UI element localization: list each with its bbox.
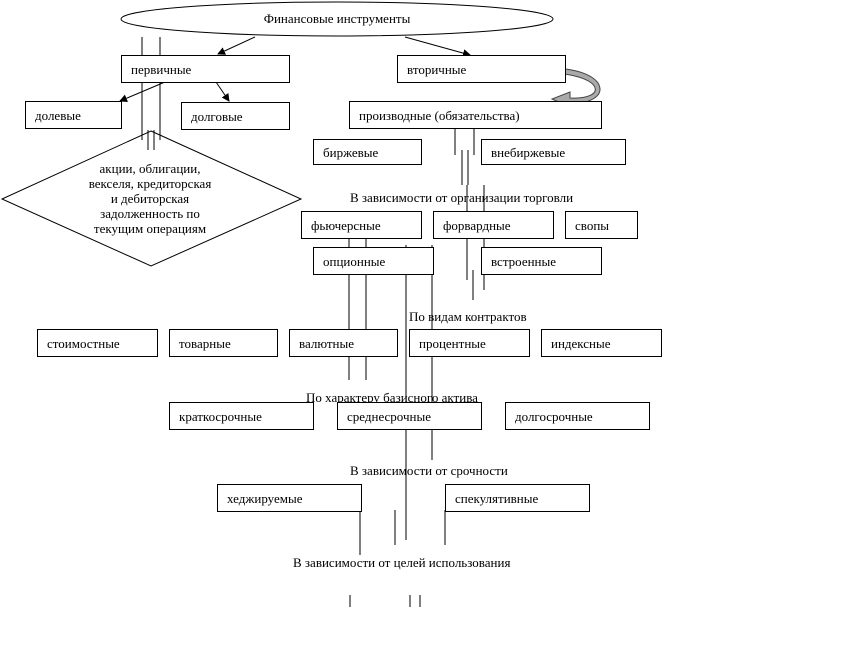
arrow-root-secondary: [404, 36, 471, 57]
hedged-box: хеджируемые: [217, 484, 362, 512]
caption-contract: По видам контрактов: [409, 309, 527, 324]
options-box: опционные: [313, 247, 434, 275]
caption-term: В зависимости от срочности: [350, 463, 508, 478]
derivatives-box: производные (обязательства): [349, 101, 602, 129]
arrow-primary-debt: [215, 81, 230, 102]
futures-box: фьючерсные: [301, 211, 422, 239]
example-line-4: задолженность по: [100, 206, 200, 221]
arrow-root-primary: [217, 36, 256, 55]
primary-box: первичные: [121, 55, 290, 83]
speculative-box: спекулятивные: [445, 484, 590, 512]
example-line-2: векселя, кредиторская: [88, 176, 212, 191]
interest-box: процентные: [409, 329, 530, 357]
root-ellipse: [120, 1, 554, 37]
long-term-box: долгосрочные: [505, 402, 650, 430]
examples-diamond: [0, 130, 303, 267]
caption-organization: В зависимости от организации торговли: [350, 190, 574, 205]
exchange-box: биржевые: [313, 139, 422, 165]
caption-purpose: В зависимости от целей использования: [293, 555, 511, 570]
swaps-box: свопы: [565, 211, 638, 239]
example-line-5: текущим операциям: [93, 221, 207, 236]
index-box: индексные: [541, 329, 662, 357]
currency-box: валютные: [289, 329, 398, 357]
equity-box: долевые: [25, 101, 122, 129]
short-term-box: краткосрочные: [169, 402, 314, 430]
root-label: Финансовые инструменты: [263, 11, 411, 26]
example-line-3: и дебиторская: [110, 191, 190, 206]
medium-term-box: среднесрочные: [337, 402, 482, 430]
primary-examples: акции, облигации, векселя, кредиторская …: [60, 161, 240, 236]
caption-asset: По характеру базисного актива: [306, 390, 478, 405]
commodity-box: товарные: [169, 329, 278, 357]
value-box: стоимостные: [37, 329, 158, 357]
example-line-1: акции, облигации,: [99, 161, 201, 176]
secondary-box: вторичные: [397, 55, 566, 83]
forward-box: форвардные: [433, 211, 554, 239]
debt-box: долговые: [181, 102, 290, 130]
otc-box: внебиржевые: [481, 139, 626, 165]
embedded-box: встроенные: [481, 247, 602, 275]
